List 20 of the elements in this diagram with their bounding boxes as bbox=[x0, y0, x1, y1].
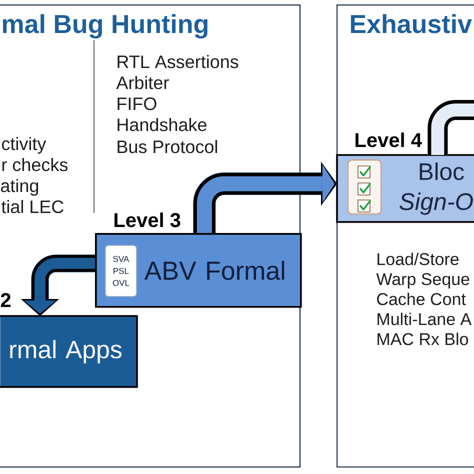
list-item: Arbiter bbox=[116, 76, 169, 90]
list-item: FIFO bbox=[118, 97, 156, 110]
list-item: RTL Assertions bbox=[118, 54, 238, 68]
list-item: tial LEC bbox=[1, 200, 64, 214]
list-item: MAC Rx Blo bbox=[378, 332, 468, 346]
list-item: Warp Seque bbox=[376, 273, 470, 289]
list-item: ctivity bbox=[2, 136, 46, 154]
level-label: 2 bbox=[0, 293, 11, 307]
list-item: r checks bbox=[2, 158, 68, 172]
list-item: ating bbox=[0, 178, 38, 196]
block-arrow bbox=[193, 162, 337, 233]
list-item: Load/Store bbox=[378, 252, 459, 266]
tag-box: SVA PSL OVL bbox=[105, 245, 137, 297]
level-label: Level 3 bbox=[114, 212, 180, 228]
level-label: Level 4 bbox=[356, 132, 422, 148]
list-item: Cache Cont bbox=[377, 292, 466, 306]
block-arrow bbox=[21, 254, 95, 316]
list-item: Handshake bbox=[118, 118, 206, 132]
list-item: Bus Protocol bbox=[118, 140, 218, 154]
list-item: Multi-Lane A bbox=[378, 312, 472, 326]
